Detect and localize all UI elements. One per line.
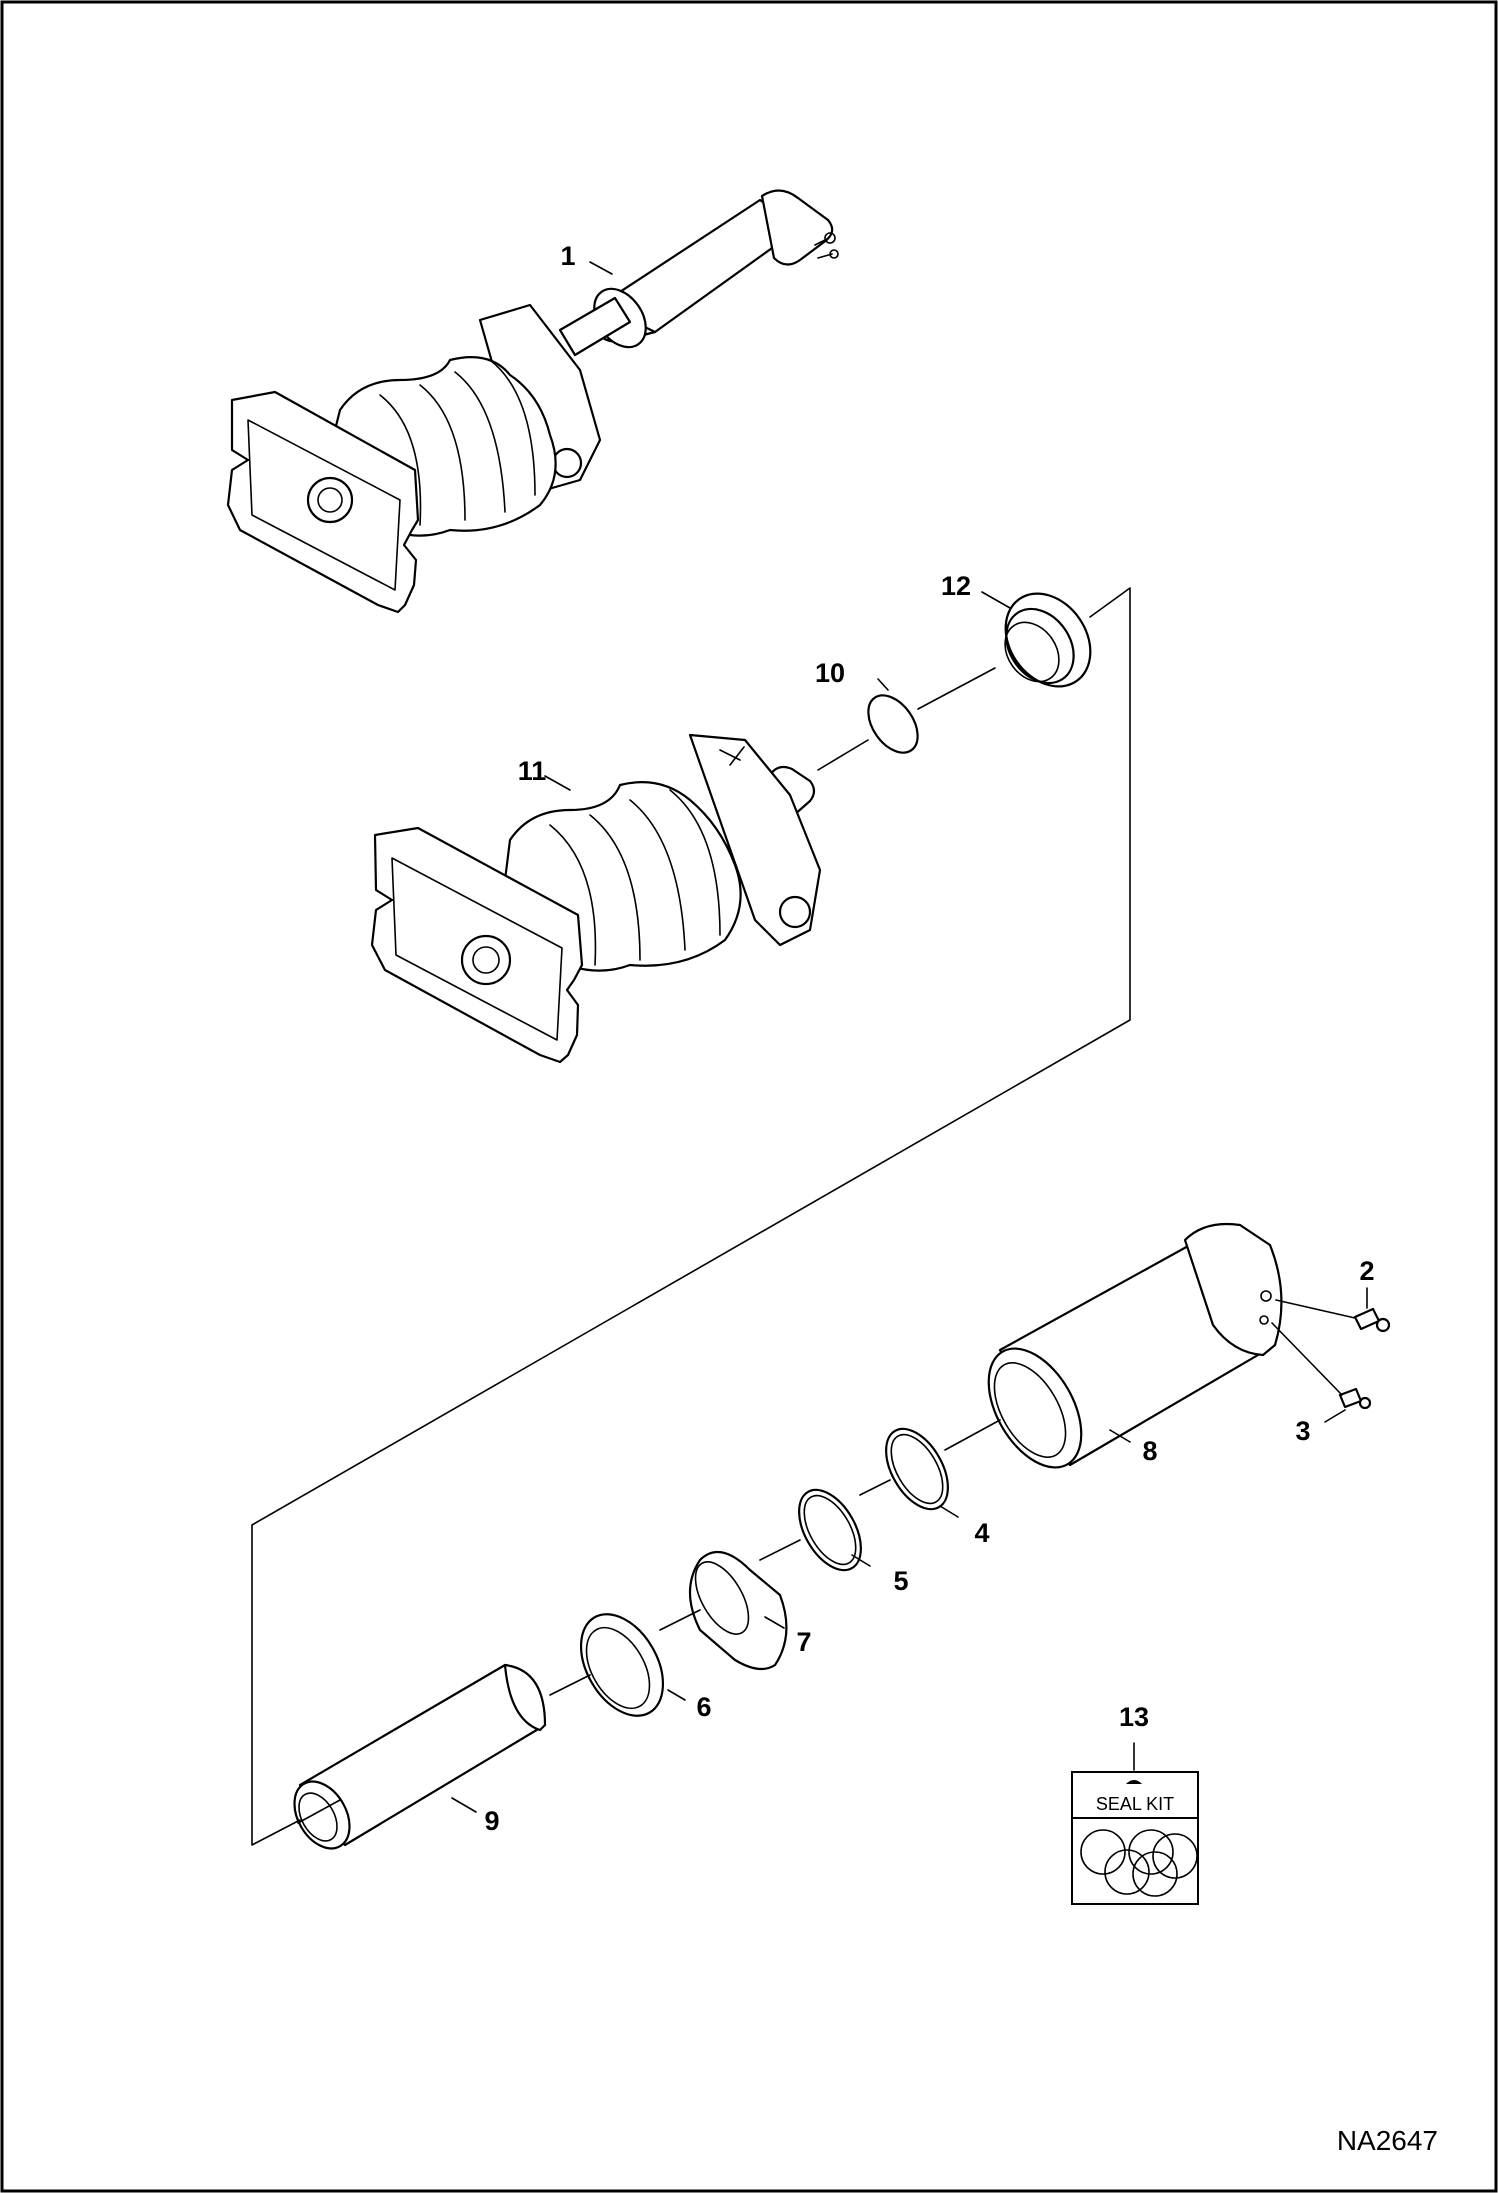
cylinder-8 xyxy=(987,1222,1283,1469)
callout-9: 9 xyxy=(484,1806,499,1836)
split-ring-7 xyxy=(689,1550,788,1671)
assembly-bracket-lines xyxy=(251,587,1356,1846)
seal-kit-icon: SEAL KIT xyxy=(1071,1771,1199,1905)
wiper-6 xyxy=(579,1613,665,1717)
callout-13: 13 xyxy=(1119,1702,1149,1732)
callout-10: 10 xyxy=(815,658,845,688)
ring-4 xyxy=(885,1427,949,1511)
callout-1: 1 xyxy=(560,241,575,271)
callout-7: 7 xyxy=(796,1627,811,1657)
roller-body xyxy=(370,733,822,1064)
callout-2: 2 xyxy=(1359,1256,1374,1286)
leader-lines xyxy=(451,261,1368,1813)
grease-fitting-3 xyxy=(1338,1387,1372,1410)
callout-4: 4 xyxy=(974,1518,989,1548)
track-roller-assembly xyxy=(226,189,839,614)
callout-6: 6 xyxy=(696,1692,711,1722)
callout-8: 8 xyxy=(1142,1436,1157,1466)
callout-3: 3 xyxy=(1295,1416,1310,1446)
grease-fitting-2 xyxy=(1353,1307,1391,1333)
seal-12 xyxy=(1004,592,1092,688)
callout-12: 12 xyxy=(941,571,971,601)
ring-5 xyxy=(798,1488,862,1572)
callout-11: 11 xyxy=(518,756,547,786)
drawing-id: NA2647 xyxy=(1337,2125,1438,2156)
rod-9 xyxy=(293,1663,547,1850)
seal-kit-label: SEAL KIT xyxy=(1096,1794,1174,1814)
callout-5: 5 xyxy=(893,1566,908,1596)
ring-10 xyxy=(867,694,919,754)
